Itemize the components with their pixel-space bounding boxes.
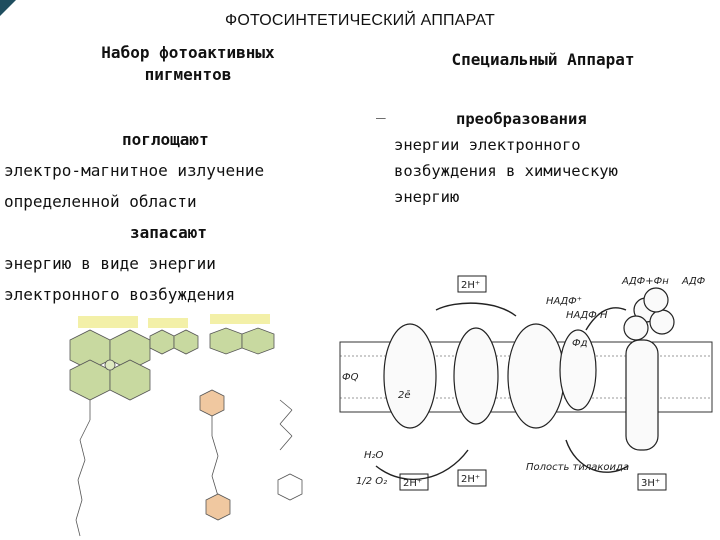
- label-2h-bottom-left: 2H⁺: [403, 478, 422, 489]
- label-2h-top: 2H⁺: [461, 280, 480, 291]
- right-dash: _: [376, 100, 386, 119]
- left-line-2: электро-магнитное излучение: [4, 161, 265, 180]
- label-nadph: НАДФ·Н: [566, 310, 608, 321]
- label-h2o: H₂O: [364, 450, 384, 461]
- left-line-5: энергию в виде энергии: [4, 254, 216, 273]
- left-heading-line-1: Набор фотоактивных: [101, 43, 275, 62]
- label-half-o2: 1/2 O₂: [356, 476, 387, 487]
- left-line-6: электронного возбуждения: [4, 285, 236, 304]
- label-lumen: Полость тилакоида: [526, 462, 629, 473]
- right-heading: Специальный Аппарат: [451, 50, 635, 69]
- left-heading: Набор фотоактивных пигментов: [60, 42, 316, 86]
- page-title: ФОТОСИНТЕТИЧЕСКИЙ АППАРАТ: [224, 12, 496, 29]
- right-line-4: энергию: [394, 188, 460, 206]
- label-adp: АДФ: [681, 276, 706, 287]
- left-line-3: определенной области: [4, 192, 197, 211]
- label-3h: 3H⁺: [641, 478, 660, 489]
- pigment-structures-drawing: [69, 314, 303, 537]
- left-line-store: запасают: [130, 223, 208, 242]
- label-2e: 2ē: [398, 390, 411, 401]
- left-heading-line-2: пигментов: [144, 65, 232, 84]
- thylakoid-membrane-diagram: 2H⁺ 2H⁺ 2H⁺ 3H⁺ НАДФ⁺ НАДФ·Н АДФ+Фн АДФ …: [339, 275, 713, 491]
- label-nadp: НАДФ⁺: [546, 296, 582, 307]
- right-line-2: энергии электронного: [394, 136, 581, 154]
- label-2h-bottom-mid: 2H⁺: [461, 474, 480, 485]
- right-line-1: преобразования: [456, 110, 587, 128]
- left-line-absorb: поглощают: [122, 130, 209, 149]
- left-description: поглощают электро-магнитное излучение оп…: [4, 124, 334, 310]
- label-adp-fn: АДФ+Фн: [621, 276, 669, 287]
- right-description: преобразования энергии электронного возб…: [394, 106, 694, 210]
- label-fd: Фд: [572, 338, 588, 349]
- corner-accent: [0, 0, 16, 16]
- right-line-3: возбуждения в химическую: [394, 162, 618, 180]
- label-fq: ФQ: [342, 372, 359, 383]
